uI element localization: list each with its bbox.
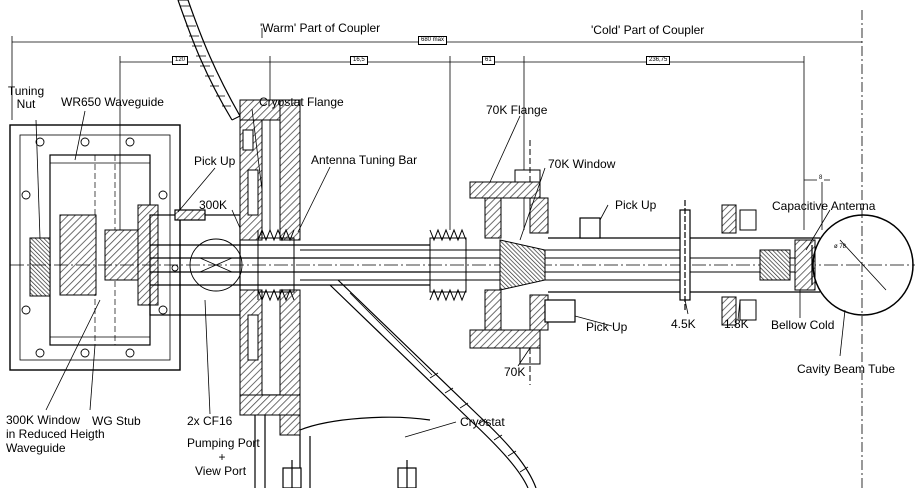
- cryostat-lower-wall: [329, 279, 537, 489]
- dimension-d3: 61: [482, 56, 495, 65]
- k4-5-label: 4.5K: [671, 317, 696, 331]
- plus-label: +: [218, 450, 226, 464]
- view-port-label: View Port: [195, 464, 247, 478]
- dimension-d1: 120: [172, 56, 189, 65]
- warm-coupler: [149, 209, 430, 316]
- cf16-label: 2x CF16: [187, 414, 233, 428]
- inner-conductor: [300, 249, 810, 281]
- cavity-beam-tube: [811, 214, 914, 316]
- wr650-waveguide-label: WR650 Waveguide: [61, 95, 164, 109]
- flange-1-8k: [721, 204, 816, 326]
- cold-bellows: [429, 228, 467, 302]
- bellow-cold-label: Bellow Cold: [771, 318, 835, 332]
- window-300k-label-2: in Reduced Heigth: [6, 427, 105, 441]
- warm-part-label: 'Warm' Part of Coupler: [260, 21, 381, 35]
- flange-70k-label: 70K Flange: [486, 103, 548, 117]
- k1-8-label: 1.8K: [724, 317, 749, 331]
- cryostat-label: Cryostat: [460, 415, 505, 429]
- window-300k-label-3: Waveguide: [6, 441, 66, 455]
- warm-bellows: [257, 228, 295, 302]
- capacitive-antenna-label: Capacitive Antenna: [772, 199, 876, 213]
- pick-up-right-top-label: Pick Up: [615, 198, 657, 212]
- pick-up-left-label: Pick Up: [194, 154, 236, 168]
- k300-label: 300K: [199, 198, 228, 212]
- flange-70k: [469, 140, 549, 385]
- cryostat-flange-label: Cryostat Flange: [259, 95, 344, 109]
- leader-lines: [35, 108, 846, 438]
- dimension-d6: ø 78: [834, 244, 847, 250]
- dimension-overall: 680 max: [418, 36, 448, 45]
- dimension-d2: 16,5: [350, 56, 368, 65]
- window-300k-label-1: 300K Window: [6, 413, 81, 427]
- window-70k-label: 70K Window: [548, 157, 616, 171]
- antenna-tuning-bar-label: Antenna Tuning Bar: [311, 153, 418, 167]
- waveguide-box: [9, 124, 181, 371]
- cold-outer-tube: [544, 200, 820, 323]
- dimension-d4: 236,75: [646, 56, 671, 65]
- cryostat-wall: [177, 0, 241, 121]
- k70-bottom-label: 70K: [504, 365, 526, 379]
- dimension-d5: 8: [817, 175, 825, 182]
- cavity-beam-tube-label: Cavity Beam Tube: [797, 362, 896, 376]
- tuning-nut-label-1: Tuning: [7, 84, 45, 98]
- cold-part-label: 'Cold' Part of Coupler: [591, 23, 705, 37]
- wg-stub-label: WG Stub: [92, 414, 141, 428]
- pumping-port-label: Pumping Port: [187, 436, 260, 450]
- cryostat-flange: [239, 99, 301, 436]
- tuning-nut-label-2: Nut: [16, 97, 36, 111]
- pick-up-right-bottom-label: Pick Up: [586, 320, 628, 334]
